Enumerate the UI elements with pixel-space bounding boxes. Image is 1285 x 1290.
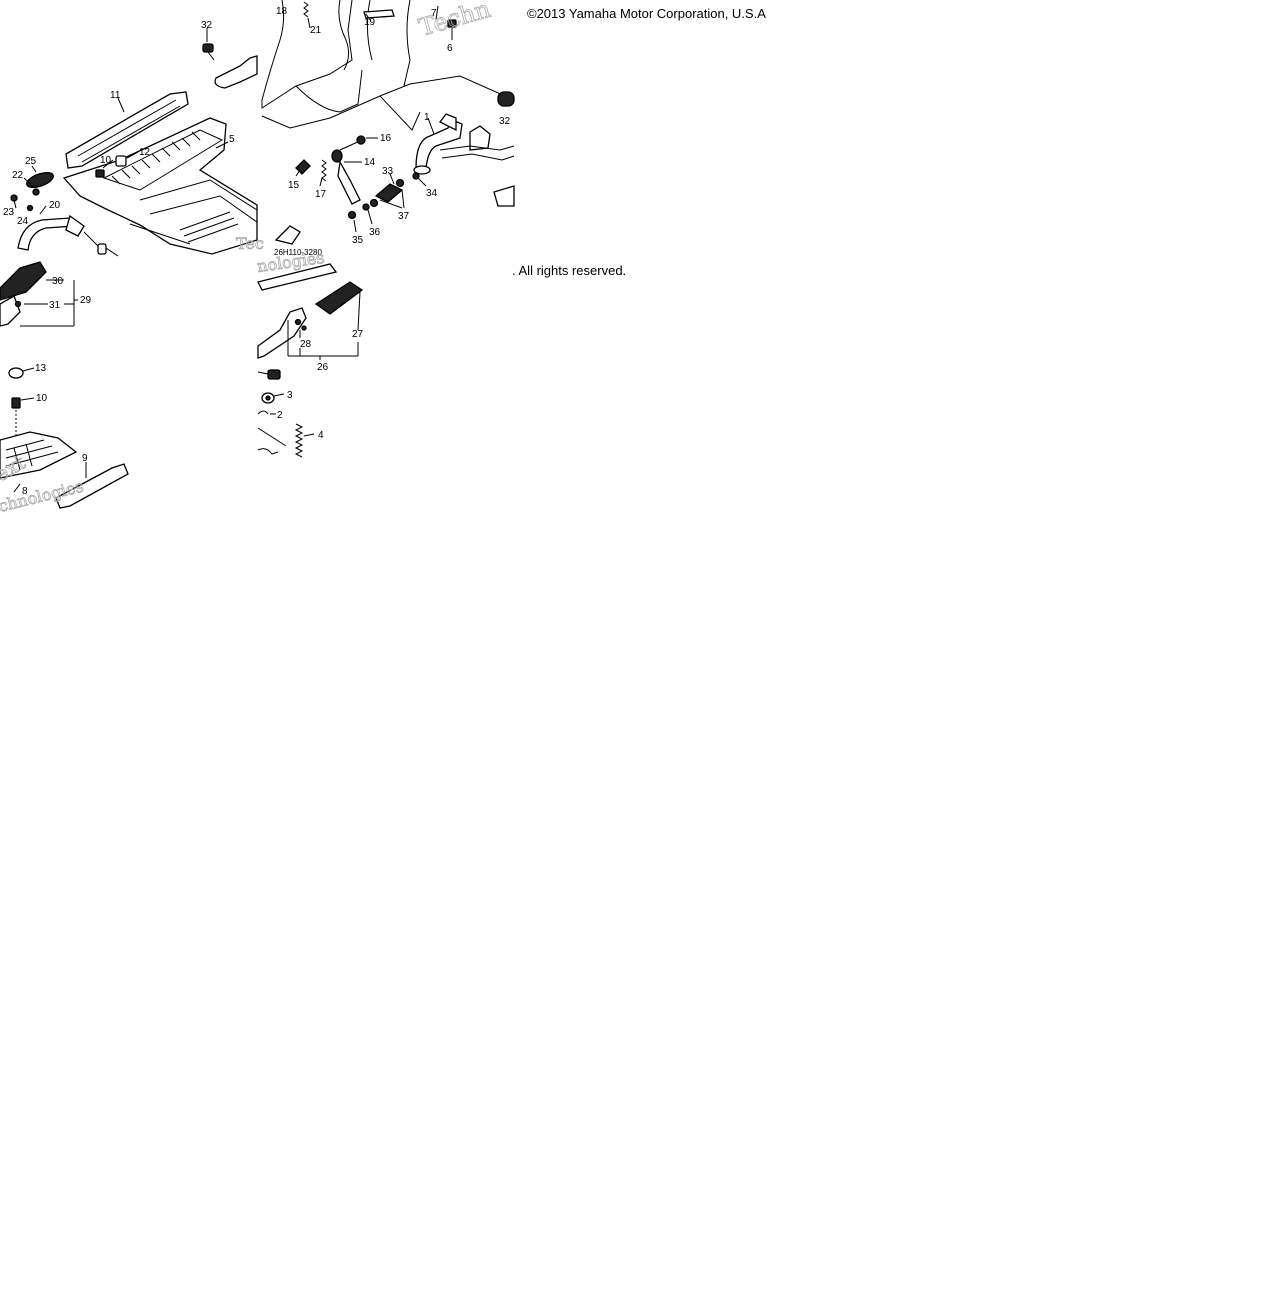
callout-16: 16	[380, 133, 392, 144]
callout-31: 31	[49, 300, 61, 311]
footboard-5-part	[62, 117, 258, 255]
callout-5: 5	[229, 134, 235, 145]
callout-21: 21	[310, 25, 322, 36]
callout-30: 30	[52, 276, 64, 287]
callout-19: 19	[364, 17, 376, 28]
callout-9: 9	[82, 453, 88, 464]
callout-28: 28	[300, 339, 312, 350]
pad-25-part	[26, 171, 54, 189]
callout-10a: 10	[100, 155, 112, 166]
spring-17-part	[321, 159, 327, 182]
bolt-32-part	[202, 43, 215, 61]
collar-12-part	[115, 155, 127, 167]
callout-13: 13	[35, 363, 47, 374]
cap-13-part	[8, 367, 24, 379]
arm-28-part	[257, 307, 307, 359]
callout-25: 25	[25, 156, 37, 167]
spring-21-part	[303, 1, 309, 18]
callout-18: 18	[276, 6, 288, 17]
pedal-30-part	[0, 261, 47, 301]
callout-12: 12	[139, 147, 151, 158]
rail-9-part	[55, 463, 129, 509]
stand-1-part	[413, 113, 515, 207]
copyright-notice: ©2013 Yamaha Motor Corporation, U.S.A	[527, 6, 766, 21]
watermark-text: Tec	[236, 234, 264, 253]
callout-26: 26	[317, 362, 329, 373]
callout-2: 2	[277, 410, 283, 421]
tile-rest-assembly: 27 28 26 3 2 4 nologies	[256, 247, 364, 458]
callout-27: 27	[352, 329, 364, 340]
callout-32b: 32	[499, 116, 511, 127]
callout-6: 6	[447, 43, 453, 54]
callout-20: 20	[49, 200, 61, 211]
diagram-code: 26H110-3280	[274, 248, 322, 257]
bolt-10-part	[95, 169, 105, 178]
bolt-10b-part	[11, 397, 21, 409]
callout-36: 36	[369, 227, 381, 238]
watermark-text: chnologies	[0, 476, 85, 515]
callout-35: 35	[352, 235, 364, 246]
footrest-27-part	[314, 281, 364, 315]
callout-22: 22	[12, 170, 24, 181]
callout-15: 15	[288, 180, 300, 191]
tile-pedal-assembly: 30 31 29 13 10 9 8 ext chnologies	[0, 261, 129, 516]
callout-10b: 10	[36, 393, 48, 404]
callout-32a: 32	[201, 20, 213, 31]
spring-4-part	[294, 423, 304, 458]
callout-33: 33	[382, 166, 394, 177]
callout-37: 37	[398, 211, 410, 222]
callout-34: 34	[426, 188, 438, 199]
watermark-text: Techn	[416, 0, 494, 42]
tile-footboard-assembly: 32 11 5 10 12 25 22 23 24 20 Tec	[3, 20, 264, 257]
callout-14: 14	[364, 157, 376, 168]
callout-7: 7	[431, 8, 437, 19]
callout-23: 23	[3, 207, 15, 218]
callout-3: 3	[287, 390, 293, 401]
pivot-14-part	[331, 139, 363, 205]
callout-24: 24	[17, 216, 29, 227]
callout-1: 1	[424, 112, 430, 123]
bracket-part	[214, 55, 258, 89]
callout-29: 29	[80, 295, 92, 306]
callout-11: 11	[110, 90, 121, 101]
rights-notice: . All rights reserved.	[512, 263, 627, 278]
callout-8: 8	[22, 486, 28, 497]
callout-4: 4	[318, 430, 324, 441]
tile-stand-assembly: 18 21 19 7 6 1 32 16 14 15 17 33 34 37 3…	[261, 0, 515, 257]
callout-17: 17	[315, 189, 327, 200]
